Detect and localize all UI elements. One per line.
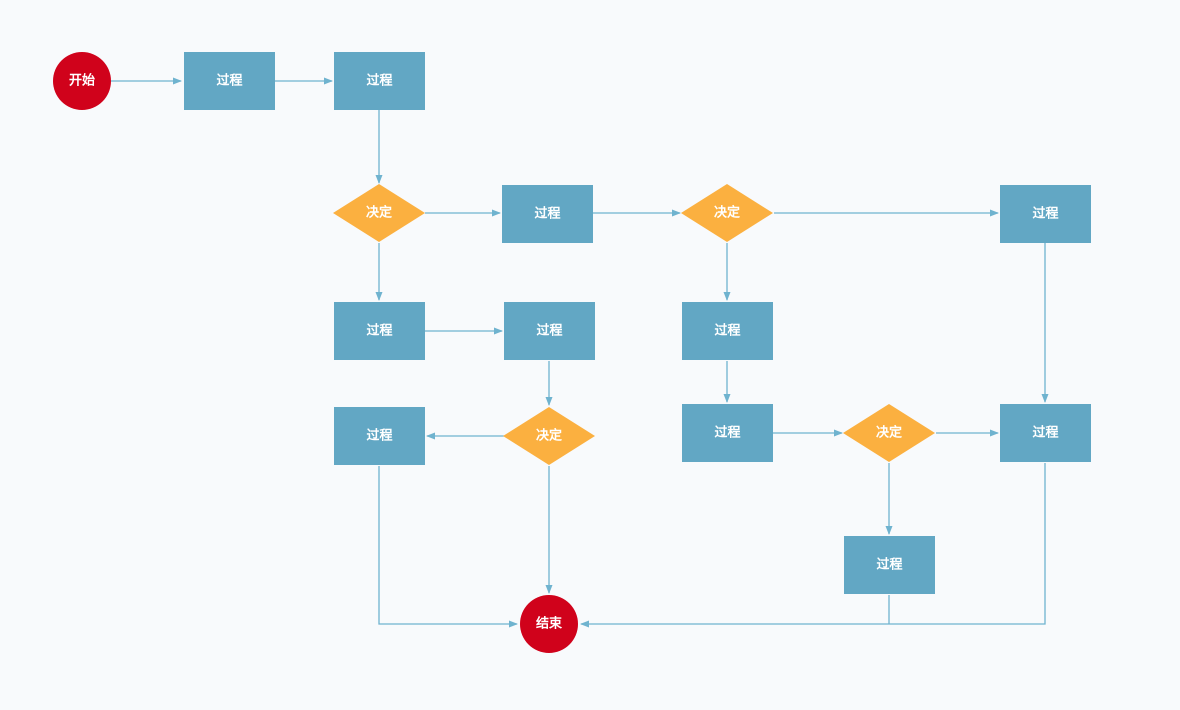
decision-label: 决定 (536, 428, 562, 444)
process-node-p2[interactable]: 过程 (334, 52, 425, 110)
process-label: 过程 (536, 323, 562, 339)
process-label: 过程 (534, 206, 560, 222)
decision-label: 决定 (714, 205, 740, 221)
process-node-p6[interactable]: 过程 (504, 302, 595, 360)
decision-node-d4[interactable]: 决定 (843, 404, 935, 462)
decision-node-d3[interactable]: 决定 (503, 407, 595, 465)
process-node-p1[interactable]: 过程 (184, 52, 275, 110)
process-node-p8[interactable]: 过程 (682, 302, 773, 360)
end-node[interactable]: 结束 (520, 595, 578, 653)
decision-node-d2[interactable]: 决定 (681, 184, 773, 242)
edge-p7-end (378, 466, 518, 628)
decision-node-d1[interactable]: 决定 (333, 184, 425, 242)
process-label: 过程 (366, 323, 392, 339)
process-label: 过程 (714, 425, 740, 441)
start-label: 开始 (69, 73, 95, 89)
process-label: 过程 (366, 73, 392, 89)
process-label: 过程 (1032, 425, 1058, 441)
process-node-p3[interactable]: 过程 (502, 185, 593, 243)
edge-p10-end (580, 463, 1046, 628)
process-label: 过程 (366, 428, 392, 444)
decision-label: 决定 (876, 425, 902, 441)
connectors (111, 77, 1049, 628)
process-node-p11[interactable]: 过程 (844, 536, 935, 594)
process-node-p5[interactable]: 过程 (334, 302, 425, 360)
process-label: 过程 (1032, 206, 1058, 222)
start-node[interactable]: 开始 (53, 52, 111, 110)
process-label: 过程 (714, 323, 740, 339)
process-label: 过程 (876, 557, 902, 573)
process-node-p10[interactable]: 过程 (1000, 404, 1091, 462)
process-node-p7[interactable]: 过程 (334, 407, 425, 465)
process-node-p9[interactable]: 过程 (682, 404, 773, 462)
decision-label: 决定 (366, 205, 392, 221)
end-label: 结束 (536, 616, 563, 632)
process-node-p4[interactable]: 过程 (1000, 185, 1091, 243)
process-label: 过程 (216, 73, 242, 89)
